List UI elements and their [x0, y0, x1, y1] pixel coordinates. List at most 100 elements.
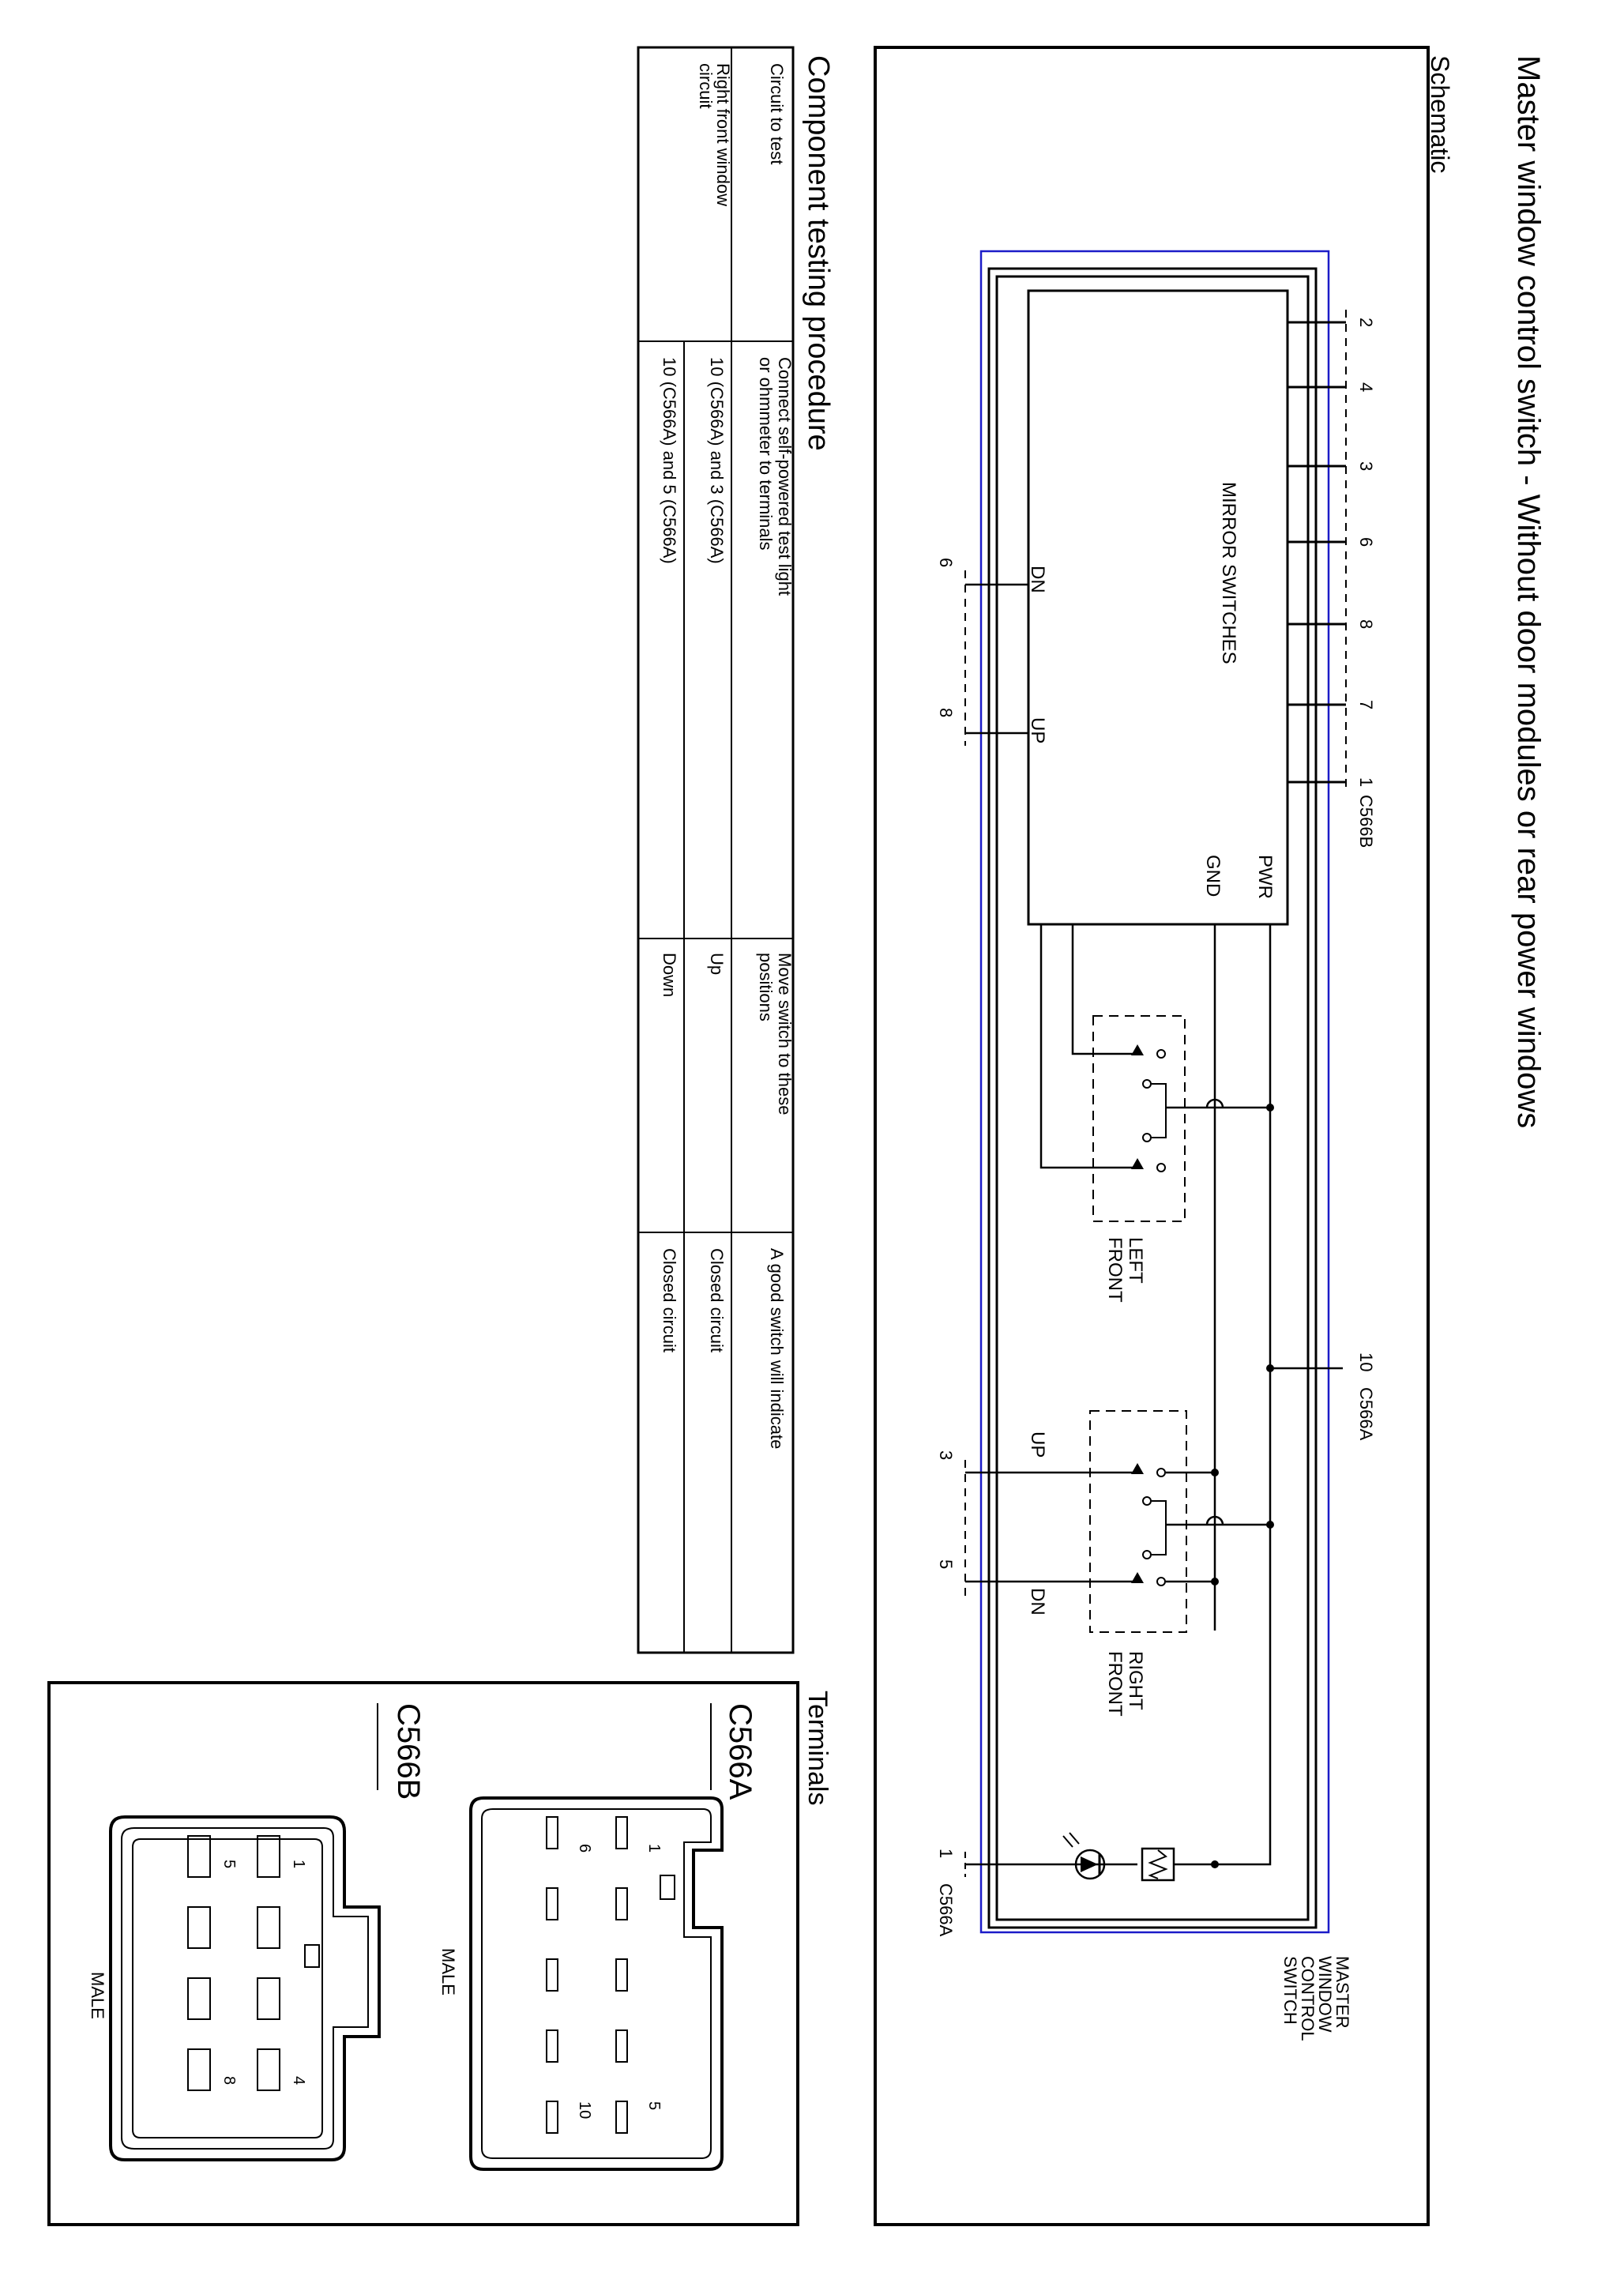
table-row-1-indicate: Closed circuit: [707, 1248, 727, 1352]
c566a-pin-slot: [615, 1816, 628, 1849]
c566b-pin-slot: [257, 1906, 280, 1949]
switch-outline-inner: [995, 275, 1310, 1921]
c566a-label-10: C566A: [1356, 1387, 1376, 1441]
c566b-pin-slot: [187, 2048, 211, 2091]
right-front-label-2: FRONT: [1104, 1651, 1126, 1717]
page-title: Master window control switch - Without d…: [1511, 55, 1546, 1128]
mirror-out-pin-8: 8: [936, 708, 956, 717]
mirror-dn-label: DN: [1027, 566, 1048, 593]
pin10-label: 10: [1356, 1352, 1376, 1371]
c566a-pin-slot: [615, 2029, 628, 2063]
lf-crossover: [1205, 1098, 1224, 1108]
testing-heading: Component testing procedure: [802, 55, 835, 451]
rf-arrow-dn: [1131, 1572, 1144, 1583]
c566a-pin-slot: [546, 2029, 558, 2063]
c566b-pin-slot: [187, 1906, 211, 1949]
mirror-up-label: UP: [1027, 717, 1048, 743]
switch-name-4: SWITCH: [1280, 1956, 1300, 2025]
mirror-pin-4: 4: [1356, 382, 1376, 392]
c566a-pin-slot: [546, 1816, 558, 1849]
table-header-terminals: Connect self-powered test light or ohmme…: [756, 357, 795, 600]
rf-common: [1152, 1500, 1167, 1555]
c566b-male-label: MALE: [88, 1972, 107, 2019]
led-symbol: [1074, 1849, 1106, 1880]
table-header-indicate: A good switch will indicate: [767, 1248, 787, 1449]
table-header-positions: Move switch to these positions: [756, 953, 795, 1120]
table-row-2-indicate: Closed circuit: [660, 1248, 679, 1352]
mirror-out-pin-6: 6: [936, 558, 956, 567]
switch-name-2: WINDOW: [1315, 1956, 1335, 2033]
schematic-frame: [874, 46, 1430, 2226]
terminal-a-label: C566A: [723, 1703, 757, 1800]
right-front-label-1: RIGHT: [1125, 1651, 1146, 1710]
lf-wire-b: [1039, 924, 1137, 1169]
gnd-label: GND: [1202, 855, 1224, 897]
lf-arrow-b: [1131, 1158, 1144, 1169]
c566b-connector-label: C566B: [1356, 795, 1376, 848]
c566b-pin-slot: [187, 1977, 211, 2020]
connector-c566b: [109, 1815, 381, 2161]
c566b-pin-slot: [187, 1835, 211, 1878]
c566a-pin-slot: [615, 1958, 628, 1992]
c566a-pin-slot: [546, 2101, 558, 2134]
mirror-switches-label: MIRROR SWITCHES: [1218, 482, 1239, 664]
c566a-pin-10: 10: [576, 2101, 593, 2119]
table-row-1-position: Up: [707, 953, 727, 975]
pin5-label: 5: [936, 1559, 956, 1569]
right-front-switch-box: [1089, 1410, 1187, 1633]
mirror-pin-7: 7: [1356, 700, 1376, 709]
resistor-symbol: [1141, 1847, 1175, 1882]
table-row-1-terminals: 10 (C566A) and 3 (C566A): [707, 357, 727, 564]
c566b-pin-slot: [257, 1977, 280, 2020]
switch-outline-outer: [987, 267, 1318, 1929]
mirror-pin-6: 6: [1356, 537, 1376, 547]
left-front-switch-box: [1092, 1015, 1186, 1222]
c566b-pin-8: 8: [220, 2076, 238, 2085]
mirror-pin-3: 3: [1356, 461, 1376, 471]
mirror-switches-box: [1027, 289, 1289, 926]
switch-name-1: MASTER: [1333, 1956, 1352, 2029]
mirror-pin-1: 1: [1356, 777, 1376, 787]
c566a-pin-slot: [615, 1887, 628, 1920]
rf-dn-label: DN: [1027, 1588, 1048, 1616]
left-front-label-1: LEFT: [1125, 1237, 1146, 1284]
c566a-pin-6: 6: [576, 1844, 593, 1853]
c566b-pin-slot: [257, 2048, 280, 2091]
mirror-pin-2: 2: [1356, 318, 1376, 327]
switch-name-3: CONTROL: [1298, 1956, 1318, 2041]
testing-table: [637, 46, 795, 1654]
table-circuit-cell: Right front window circuit: [696, 63, 733, 211]
c566a-label-1: C566A: [936, 1883, 956, 1937]
table-header-circuit: Circuit to test: [767, 63, 787, 164]
lf-common: [1152, 1083, 1167, 1138]
terminal-b-label: C566B: [391, 1703, 426, 1800]
pwr-label: PWR: [1254, 855, 1276, 899]
rf-arrow-up: [1131, 1463, 1144, 1474]
lf-wire-a: [1071, 924, 1137, 1055]
c566b-pin-4: 4: [290, 2076, 307, 2085]
lf-arrow-a: [1131, 1044, 1144, 1055]
c566a-pin-slot: [546, 1958, 558, 1992]
switch-outline-blue: [979, 250, 1330, 1934]
pin3-label: 3: [936, 1450, 956, 1460]
table-row-2-terminals: 10 (C566A) and 5 (C566A): [660, 357, 679, 564]
table-row-2-position: Down: [660, 953, 679, 997]
c566a-pin-1: 1: [645, 1844, 663, 1853]
c566a-pin-slot: [615, 2101, 628, 2134]
terminals-heading: Terminals: [803, 1691, 833, 1805]
c566a-male-label: MALE: [438, 1948, 458, 1996]
rf-up-label: UP: [1027, 1431, 1048, 1458]
c566a-pin-5: 5: [645, 2101, 663, 2110]
c566b-pin-slot: [257, 1835, 280, 1878]
c566b-pin-5: 5: [220, 1860, 238, 1868]
mirror-pin-8: 8: [1356, 619, 1376, 629]
connector-c566a: [469, 1796, 724, 2171]
schematic-heading: Schematic: [1426, 55, 1454, 173]
c566a-pin-slot: [546, 1887, 558, 1920]
rf-crossover: [1205, 1515, 1224, 1525]
c566b-pin-1: 1: [290, 1860, 307, 1868]
pin1-label: 1: [936, 1849, 956, 1858]
pwr-rail: [1215, 924, 1272, 1866]
terminals-frame: [47, 1681, 799, 2226]
